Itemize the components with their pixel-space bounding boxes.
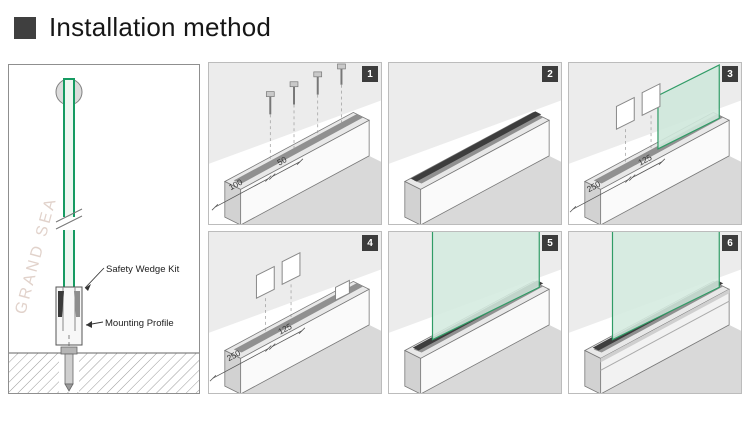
mounting-profile-drawing [403, 111, 550, 224]
step-4-illustration: GRAND SEA [209, 232, 381, 393]
step-panel-4: GRAND SEA [208, 231, 382, 394]
page-title: Installation method [49, 12, 272, 42]
wall-background [209, 63, 381, 164]
step-panel-3: GRAND SEA [568, 62, 742, 225]
step-2-illustration [389, 63, 561, 224]
step-number-badge: 3 [722, 66, 738, 82]
overview-illustration: GRAND SEA [9, 78, 199, 393]
step-number-badge: 2 [542, 66, 558, 82]
safety-wedges [615, 82, 661, 162]
step-6-illustration [569, 232, 741, 393]
callout-mounting-profile: Mounting Profile [85, 318, 174, 329]
rubber-gasket-strip [410, 111, 542, 182]
ground-hatch [9, 352, 199, 393]
cover-trim-edge [600, 289, 730, 363]
floor-background [240, 324, 381, 393]
mounting-profile-drawing [223, 280, 370, 393]
title-bullet-square [14, 16, 36, 39]
left-diagram-panel: GRAND SEA [8, 64, 200, 394]
header: Installation method [14, 12, 271, 43]
glass-panel [431, 232, 540, 341]
step-3-illustration: GRAND SEA [569, 63, 741, 224]
anchor-bolt [59, 335, 79, 392]
step-number-badge: 5 [542, 235, 558, 251]
glass-panel-edge [55, 78, 83, 292]
dimension-lines [209, 327, 306, 382]
step-panel-6: 6 [568, 231, 742, 394]
dimension-label-short: 50 [275, 154, 288, 167]
mounting-profile-drawing [223, 111, 370, 224]
step-5-illustration: GRAND SEA [389, 232, 561, 393]
floor-background [600, 155, 741, 224]
watermark: GRAND SEA [12, 195, 60, 317]
glass-panel [611, 232, 720, 341]
callout-safety-wedge: Safety Wedge Kit [84, 264, 180, 291]
step-panel-1: GRAND SEA [208, 62, 382, 225]
step-number-badge: 4 [362, 235, 378, 251]
label-mounting-profile: Mounting Profile [105, 318, 174, 329]
step-panel-2: 2 [388, 62, 562, 225]
step-number-badge: 6 [722, 235, 738, 251]
floor-background [240, 155, 381, 224]
step-panel-5: GRAND SEA 5 [388, 231, 562, 394]
steps-grid: GRAND SEA [208, 62, 742, 394]
wall-background [389, 63, 561, 164]
floor-background [420, 324, 561, 393]
safety-wedge [58, 291, 64, 317]
safety-wedges [255, 251, 350, 331]
label-safety-wedge-kit: Safety Wedge Kit [106, 264, 180, 275]
floor-background [600, 324, 741, 393]
cladding-seam [600, 300, 730, 371]
dimension-lines [211, 158, 304, 211]
anchor-screws [265, 63, 346, 161]
glass-panel [657, 64, 720, 150]
dimension-lines [569, 158, 666, 213]
floor-background [420, 155, 561, 224]
step-1-illustration: GRAND SEA [209, 63, 381, 224]
wall-background [209, 232, 381, 333]
step-number-badge: 1 [362, 66, 378, 82]
